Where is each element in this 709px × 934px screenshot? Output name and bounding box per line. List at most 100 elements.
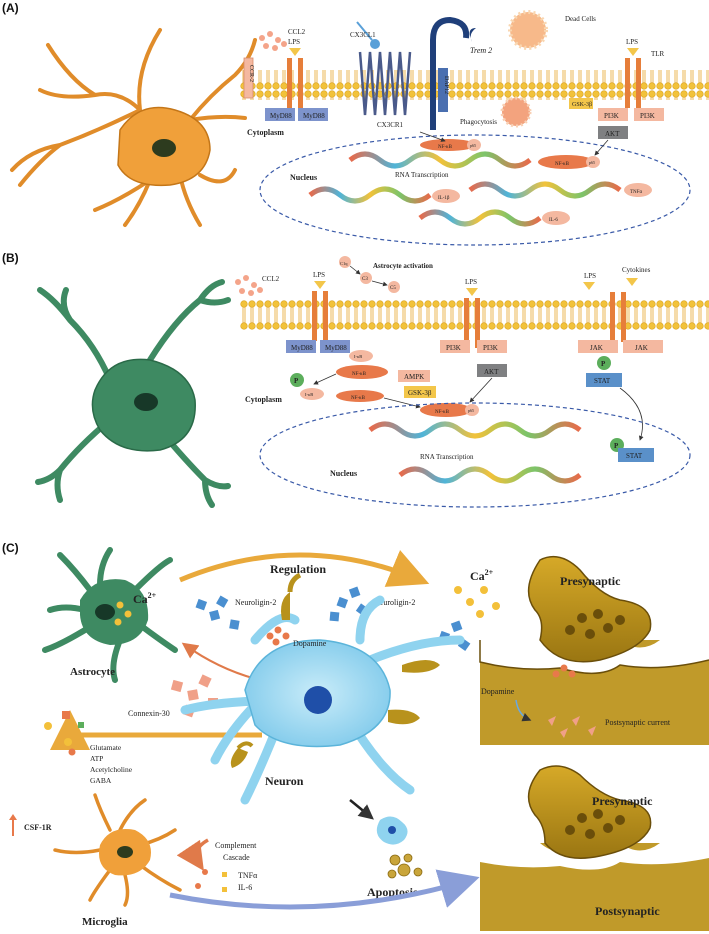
- cx3cr1-receptor: [358, 51, 412, 116]
- c1q-label: C1q: [340, 261, 348, 266]
- phospho-label-b1: P: [294, 377, 299, 385]
- p65-a1: [467, 139, 481, 151]
- pi3k-a2: [634, 108, 664, 121]
- complement-chain: [339, 256, 400, 293]
- ikb-b1: [349, 350, 373, 362]
- p65-label-a1: p65: [470, 143, 476, 148]
- stat-b1: [586, 373, 622, 387]
- ca-label-left: Ca2+: [133, 591, 157, 606]
- pi3k-label-b2: PI3K: [483, 344, 498, 352]
- trem2-label: Trem 2: [470, 46, 492, 55]
- akt-b: [477, 364, 507, 377]
- apoptotic-neuron: [376, 816, 408, 845]
- phospho-b2: [597, 356, 611, 370]
- phospho-b1: [290, 373, 304, 387]
- jak-receptor-b: [583, 278, 638, 342]
- postsynaptic-current-label: Postsynaptic current: [605, 718, 671, 727]
- dopamine-label-1: Dopamine: [293, 639, 327, 648]
- csf1r-label: CSF-1R: [24, 823, 52, 832]
- neuroligin-label-1: Neuroligin-2: [235, 598, 276, 607]
- myd88-b1: [286, 340, 316, 353]
- akt-label-b: AKT: [484, 368, 499, 376]
- cx3cl1-ligand-head: [370, 39, 380, 49]
- myd88-label-a1: MyD88: [270, 112, 292, 120]
- ampk-label-b: AMPK: [404, 373, 424, 381]
- dopamine-dots-synapse: [552, 664, 576, 678]
- ccr2-receptor: [243, 57, 254, 99]
- jak-label-b2: JAK: [635, 344, 648, 352]
- ccl2-label-a: CCL2: [288, 28, 306, 36]
- panel-b-label: (B): [2, 251, 19, 265]
- ca-label-right: Ca2+: [470, 568, 494, 583]
- csf1r-up-arrowhead: [9, 814, 17, 820]
- microglia-to-synapse-arrow: [169, 869, 480, 910]
- myd88-a1: [265, 108, 295, 121]
- tnfa-label-c: TNFα: [238, 871, 258, 880]
- astrocyte-cell-b: [35, 279, 231, 508]
- stat-label-b1: STAT: [594, 377, 611, 385]
- cytoplasm-label-a: Cytoplasm: [247, 128, 284, 137]
- cx3cl1-label: CX3CL1: [350, 31, 376, 39]
- ikb-b2: [300, 388, 324, 400]
- synapse-resting: [480, 765, 709, 931]
- tlr-receptor-a2: [625, 48, 641, 108]
- connexin-label: Connexin-30: [128, 709, 170, 718]
- ikb-label-b1: I-κB: [354, 354, 362, 359]
- tlr-receptor-a1: [287, 48, 303, 108]
- acetylcholine-label: Acetylcholine: [90, 765, 133, 774]
- connexin-arrow: [181, 642, 261, 681]
- nucleus-label-a: Nucleus: [290, 173, 317, 182]
- membrane-a: [240, 70, 709, 100]
- nfkb-label-b2: NF-κB: [351, 396, 366, 401]
- myd88-b2: [320, 340, 350, 353]
- dopamine-flow-arrow: [515, 699, 532, 722]
- gaba-label: GABA: [90, 776, 112, 785]
- ikb-label-b2: I-κB: [305, 392, 313, 397]
- nfkb-label-a1: NF-κB: [438, 145, 453, 150]
- cx3cr1-label: CX3CR1: [377, 121, 404, 129]
- il1b-a: [432, 189, 460, 203]
- gsk3b-label-a: GSK-3β: [572, 102, 592, 108]
- nfkb-label-a2: NF-κB: [555, 162, 570, 167]
- myd88-label-b1: MyD88: [291, 344, 313, 352]
- microglia-cell-c: [53, 793, 182, 907]
- ccl2-dots-b: [235, 275, 263, 296]
- neuron-label: Neuron: [265, 774, 304, 788]
- lps-label-a1: LPS: [288, 38, 300, 46]
- nfkb-a2: [538, 155, 594, 169]
- astrocyte-label: Astrocyte: [70, 666, 115, 678]
- lps-label-b2: LPS: [465, 278, 477, 286]
- lps-label-b3: LPS: [584, 272, 596, 280]
- microglia-cell-a: [10, 28, 257, 227]
- nfkb-b1: [336, 365, 388, 379]
- apoptosis-arrow: [349, 799, 374, 820]
- ccr2-label: CCR-2: [248, 65, 254, 82]
- complement-label: Complement: [215, 841, 257, 850]
- phagocytosis-label: Phagocytosis: [460, 118, 497, 126]
- jak-b1: [578, 340, 618, 353]
- jak-b2: [623, 340, 663, 353]
- nucleus-label-b: Nucleus: [330, 469, 357, 478]
- gsk3b-b: [404, 386, 436, 398]
- panel-a-label: (A): [2, 1, 19, 15]
- p65-a2: [586, 156, 600, 168]
- gliotransmitter-dots: [44, 711, 84, 756]
- astrocyte-cell-c: [42, 547, 178, 683]
- il6-label-a: IL-6: [549, 218, 558, 223]
- lps-label-a2: LPS: [626, 38, 638, 46]
- ccl2-dots-a: [259, 31, 287, 51]
- tlr-label: TLR: [651, 50, 665, 58]
- dopamine-dots-neuron: [266, 626, 290, 646]
- apoptotic-bodies: [387, 853, 423, 879]
- il1b-label-a: IL-1β: [438, 196, 450, 201]
- myd88-label-b2: MyD88: [325, 344, 347, 352]
- postsynaptic-label: Postsynaptic: [595, 904, 660, 918]
- cytokine-particles-c: [195, 869, 227, 892]
- dead-cell-a: [508, 10, 548, 50]
- lps-label-b1: LPS: [313, 271, 325, 279]
- pi3k-label-a1: PI3K: [604, 112, 619, 120]
- microglia-label: Microglia: [82, 916, 128, 928]
- regulation-arrow: [179, 550, 430, 587]
- cx3cl1-ligand: [356, 21, 373, 41]
- dopamine-label-2: Dopamine: [481, 687, 515, 696]
